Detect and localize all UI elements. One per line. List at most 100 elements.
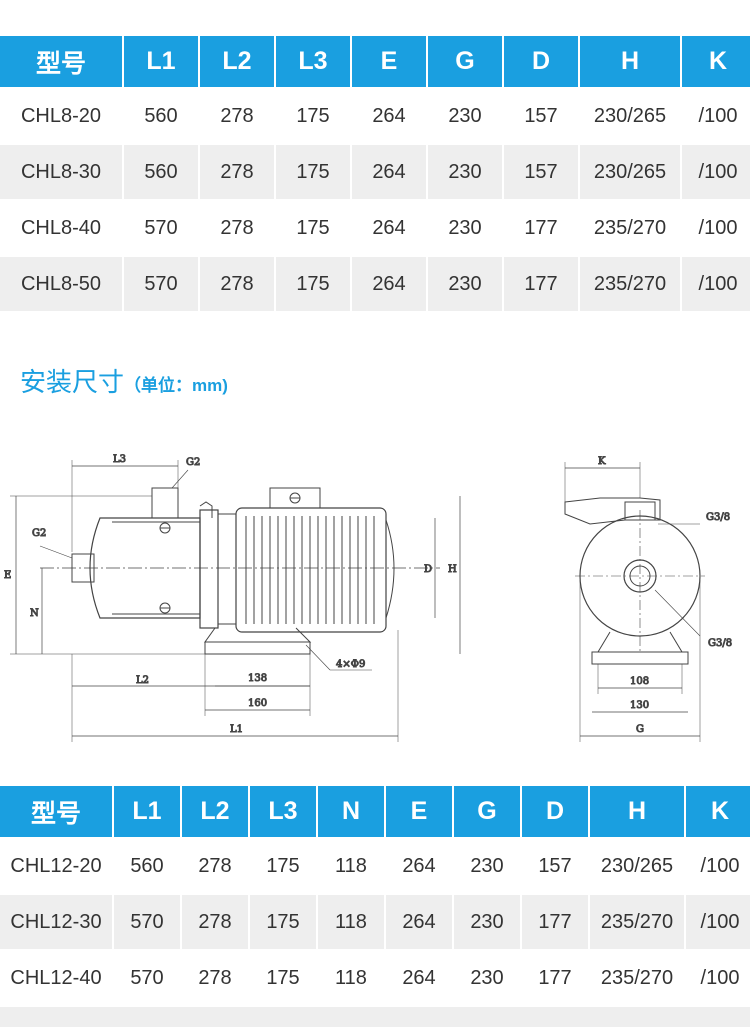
label-g: G bbox=[636, 724, 644, 735]
cell: /100 bbox=[682, 143, 750, 199]
section-title-text: 安装尺寸 bbox=[20, 368, 125, 398]
spec-table-chl8: 型号 L1 L2 L3 E G D H K CHL8-20 560 278 17… bbox=[0, 36, 750, 311]
cell: 235/270 bbox=[580, 199, 680, 255]
header-l2: L2 bbox=[200, 36, 274, 87]
cell: 278 bbox=[200, 255, 274, 311]
cell-cut-off bbox=[0, 1005, 750, 1027]
header-g: G bbox=[454, 786, 520, 837]
table-row: CHL8-40 570 278 175 264 230 177 235/270 … bbox=[0, 199, 750, 255]
header-k: K bbox=[682, 36, 750, 87]
front-view-labels: K G3/8 G3/8 108 130 G bbox=[598, 456, 733, 736]
cell: 264 bbox=[386, 837, 452, 893]
label-k: K bbox=[598, 456, 606, 467]
cell: CHL8-20 bbox=[0, 87, 122, 143]
cell: 570 bbox=[114, 893, 180, 949]
cell: 175 bbox=[250, 949, 316, 1005]
front-view bbox=[564, 462, 705, 742]
cell: 278 bbox=[200, 143, 274, 199]
cell: 175 bbox=[250, 893, 316, 949]
label-138: 138 bbox=[248, 673, 267, 684]
label-n: N bbox=[30, 608, 39, 619]
cell: 278 bbox=[200, 87, 274, 143]
cell: /100 bbox=[686, 837, 750, 893]
cell: 235/270 bbox=[590, 949, 684, 1005]
label-l3: L3 bbox=[113, 454, 126, 465]
label-l1: L1 bbox=[230, 724, 243, 735]
side-view-labels: L3 G2 G2 E N D H L2 138 160 L1 4×Φ9 bbox=[4, 454, 458, 736]
cell: 175 bbox=[276, 143, 350, 199]
cell: 175 bbox=[250, 837, 316, 893]
label-g2-top: G2 bbox=[186, 457, 200, 468]
installation-drawing: L3 G2 G2 E N D H L2 138 160 L1 4×Φ9 bbox=[4, 454, 733, 742]
table-row: CHL12-20 560 278 175 118 264 230 157 230… bbox=[0, 837, 750, 893]
cell: 570 bbox=[124, 255, 198, 311]
cell: CHL8-30 bbox=[0, 143, 122, 199]
cell: 230/265 bbox=[580, 87, 680, 143]
cell: 230 bbox=[428, 199, 502, 255]
cell: 278 bbox=[200, 199, 274, 255]
cell: 177 bbox=[504, 255, 578, 311]
cell: 278 bbox=[182, 837, 248, 893]
cell: CHL8-50 bbox=[0, 255, 122, 311]
cell: 230/265 bbox=[590, 837, 684, 893]
table-row-partial bbox=[0, 1005, 750, 1027]
cell: 175 bbox=[276, 255, 350, 311]
label-holes: 4×Φ9 bbox=[336, 659, 365, 670]
cell: 264 bbox=[386, 949, 452, 1005]
cell: 230 bbox=[428, 143, 502, 199]
cell: 230 bbox=[428, 87, 502, 143]
label-d: D bbox=[424, 564, 432, 575]
side-view bbox=[10, 460, 461, 742]
cell: 570 bbox=[114, 949, 180, 1005]
header-e: E bbox=[386, 786, 452, 837]
cell: 264 bbox=[352, 255, 426, 311]
section-unit: （单位：mm) bbox=[124, 376, 228, 395]
cell: 230/265 bbox=[580, 143, 680, 199]
cell: 118 bbox=[318, 893, 384, 949]
header-h: H bbox=[590, 786, 684, 837]
cell: /100 bbox=[686, 893, 750, 949]
label-g2-left: G2 bbox=[32, 528, 46, 539]
cell: 235/270 bbox=[590, 893, 684, 949]
cell: 157 bbox=[522, 837, 588, 893]
cell: /100 bbox=[686, 949, 750, 1005]
table-header-row: 型号 L1 L2 L3 N E G D H K bbox=[0, 786, 750, 837]
cell: 177 bbox=[522, 893, 588, 949]
header-d: D bbox=[504, 36, 578, 87]
cell: CHL12-40 bbox=[0, 949, 112, 1005]
table-row: CHL8-30 560 278 175 264 230 157 230/265 … bbox=[0, 143, 750, 199]
label-160: 160 bbox=[248, 698, 267, 709]
cell: 157 bbox=[504, 143, 578, 199]
header-model: 型号 bbox=[0, 786, 112, 837]
cell: 560 bbox=[114, 837, 180, 893]
cell: 278 bbox=[182, 949, 248, 1005]
cell: 264 bbox=[352, 87, 426, 143]
cell: 278 bbox=[182, 893, 248, 949]
cell: 230 bbox=[454, 949, 520, 1005]
label-108: 108 bbox=[630, 676, 649, 687]
cell: /100 bbox=[682, 255, 750, 311]
header-k: K bbox=[686, 786, 750, 837]
label-e: E bbox=[4, 570, 11, 581]
header-l3: L3 bbox=[250, 786, 316, 837]
header-model: 型号 bbox=[0, 36, 122, 87]
cell: 175 bbox=[276, 87, 350, 143]
cell: 264 bbox=[386, 893, 452, 949]
cell: 177 bbox=[504, 199, 578, 255]
cell: /100 bbox=[682, 87, 750, 143]
header-d: D bbox=[522, 786, 588, 837]
spec-table-chl12: 型号 L1 L2 L3 N E G D H K CHL12-20 560 278… bbox=[0, 786, 750, 1027]
header-l1: L1 bbox=[124, 36, 198, 87]
label-l2: L2 bbox=[136, 675, 149, 686]
table-row: CHL8-20 560 278 175 264 230 157 230/265 … bbox=[0, 87, 750, 143]
table-row: CHL8-50 570 278 175 264 230 177 235/270 … bbox=[0, 255, 750, 311]
cell: 175 bbox=[276, 199, 350, 255]
label-g38-top: G3/8 bbox=[706, 512, 730, 523]
cell: 230 bbox=[428, 255, 502, 311]
cell: 560 bbox=[124, 143, 198, 199]
label-h: H bbox=[448, 564, 457, 575]
header-g: G bbox=[428, 36, 502, 87]
header-l2: L2 bbox=[182, 786, 248, 837]
section-title: 安装尺寸（单位：mm) bbox=[20, 362, 228, 399]
cell: 560 bbox=[124, 87, 198, 143]
